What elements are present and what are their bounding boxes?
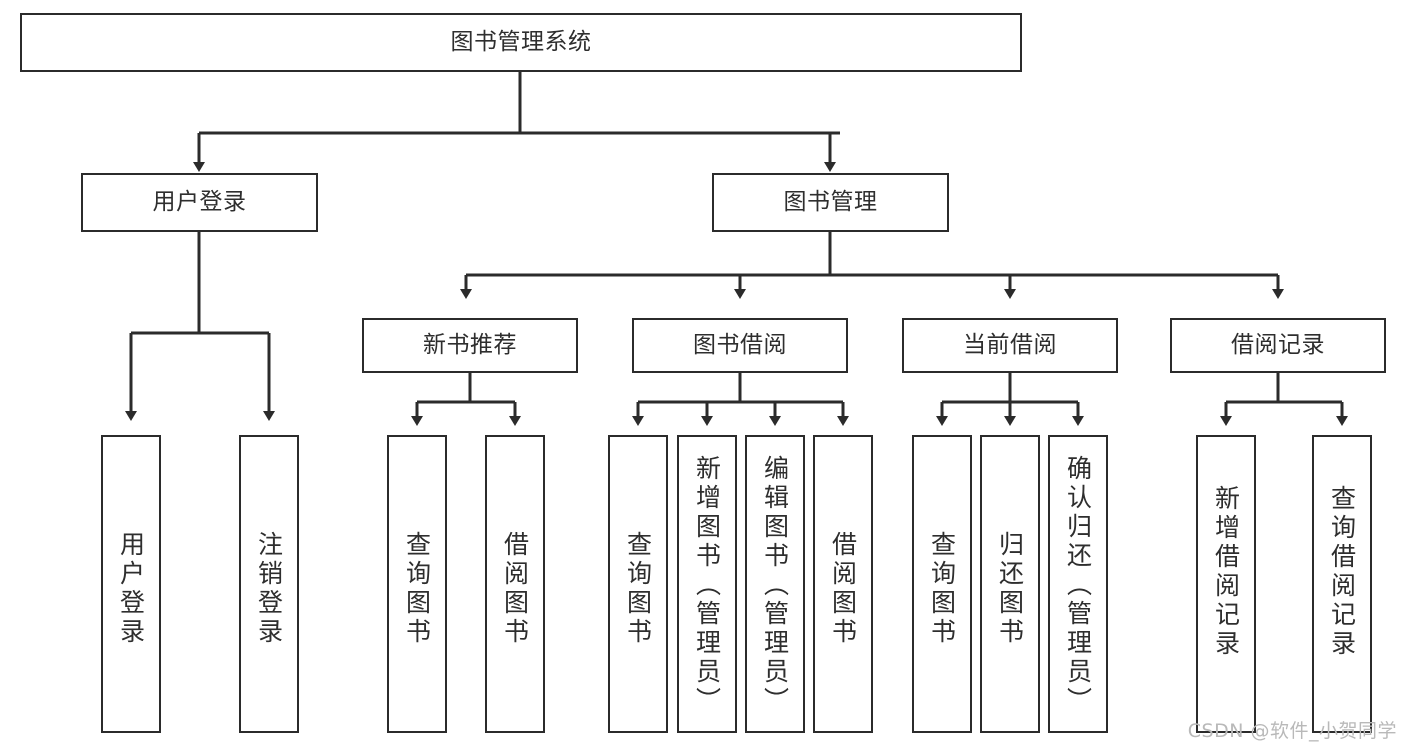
node-label: 查询图书 bbox=[402, 531, 432, 647]
node-label: 查询借阅记录 bbox=[1327, 485, 1357, 659]
node-label: 查询图书 bbox=[623, 531, 653, 647]
node-label: 注销登录 bbox=[254, 531, 284, 647]
node-label: 借阅记录 bbox=[1231, 331, 1325, 358]
leaf-logout[interactable]: 注销登录 bbox=[239, 435, 299, 733]
leaf-query-book-borrow[interactable]: 查询图书 bbox=[608, 435, 668, 733]
node-root[interactable]: 图书管理系统 bbox=[20, 13, 1022, 72]
node-label: 新增图书（管理员） bbox=[692, 455, 722, 716]
node-label: 新书推荐 bbox=[423, 331, 517, 358]
node-current-borrow[interactable]: 当前借阅 bbox=[902, 318, 1118, 373]
node-user-login[interactable]: 用户登录 bbox=[81, 173, 318, 232]
leaf-query-book-newbook[interactable]: 查询图书 bbox=[387, 435, 447, 733]
node-label: 用户登录 bbox=[116, 531, 146, 647]
watermark: CSDN @软件_小贺同学 bbox=[1187, 720, 1397, 742]
node-label: 用户登录 bbox=[152, 188, 247, 215]
leaf-borrow-book[interactable]: 借阅图书 bbox=[813, 435, 873, 733]
node-label: 图书借阅 bbox=[693, 331, 787, 358]
leaf-add-book-admin[interactable]: 新增图书（管理员） bbox=[677, 435, 737, 733]
node-label: 归还图书 bbox=[995, 531, 1025, 647]
node-label: 当前借阅 bbox=[963, 331, 1057, 358]
node-book-borrow[interactable]: 图书借阅 bbox=[632, 318, 848, 373]
node-label: 图书管理 bbox=[783, 188, 878, 215]
leaf-edit-book-admin[interactable]: 编辑图书（管理员） bbox=[745, 435, 805, 733]
node-new-book-recommend[interactable]: 新书推荐 bbox=[362, 318, 578, 373]
node-label: 借阅图书 bbox=[500, 531, 530, 647]
node-borrow-records[interactable]: 借阅记录 bbox=[1170, 318, 1386, 373]
leaf-query-borrow-record[interactable]: 查询借阅记录 bbox=[1312, 435, 1372, 733]
leaf-return-book[interactable]: 归还图书 bbox=[980, 435, 1040, 733]
node-label: 新增借阅记录 bbox=[1211, 485, 1241, 659]
node-book-management[interactable]: 图书管理 bbox=[712, 173, 949, 232]
leaf-add-borrow-record[interactable]: 新增借阅记录 bbox=[1196, 435, 1256, 733]
node-label: 查询图书 bbox=[927, 531, 957, 647]
node-label: 借阅图书 bbox=[828, 531, 858, 647]
leaf-confirm-return-admin[interactable]: 确认归还（管理员） bbox=[1048, 435, 1108, 733]
leaf-borrow-book-newbook[interactable]: 借阅图书 bbox=[485, 435, 545, 733]
node-label: 确认归还（管理员） bbox=[1063, 455, 1093, 716]
leaf-query-book-current[interactable]: 查询图书 bbox=[912, 435, 972, 733]
leaf-user-login[interactable]: 用户登录 bbox=[101, 435, 161, 733]
node-label: 图书管理系统 bbox=[450, 28, 592, 55]
node-label: 编辑图书（管理员） bbox=[760, 455, 790, 716]
